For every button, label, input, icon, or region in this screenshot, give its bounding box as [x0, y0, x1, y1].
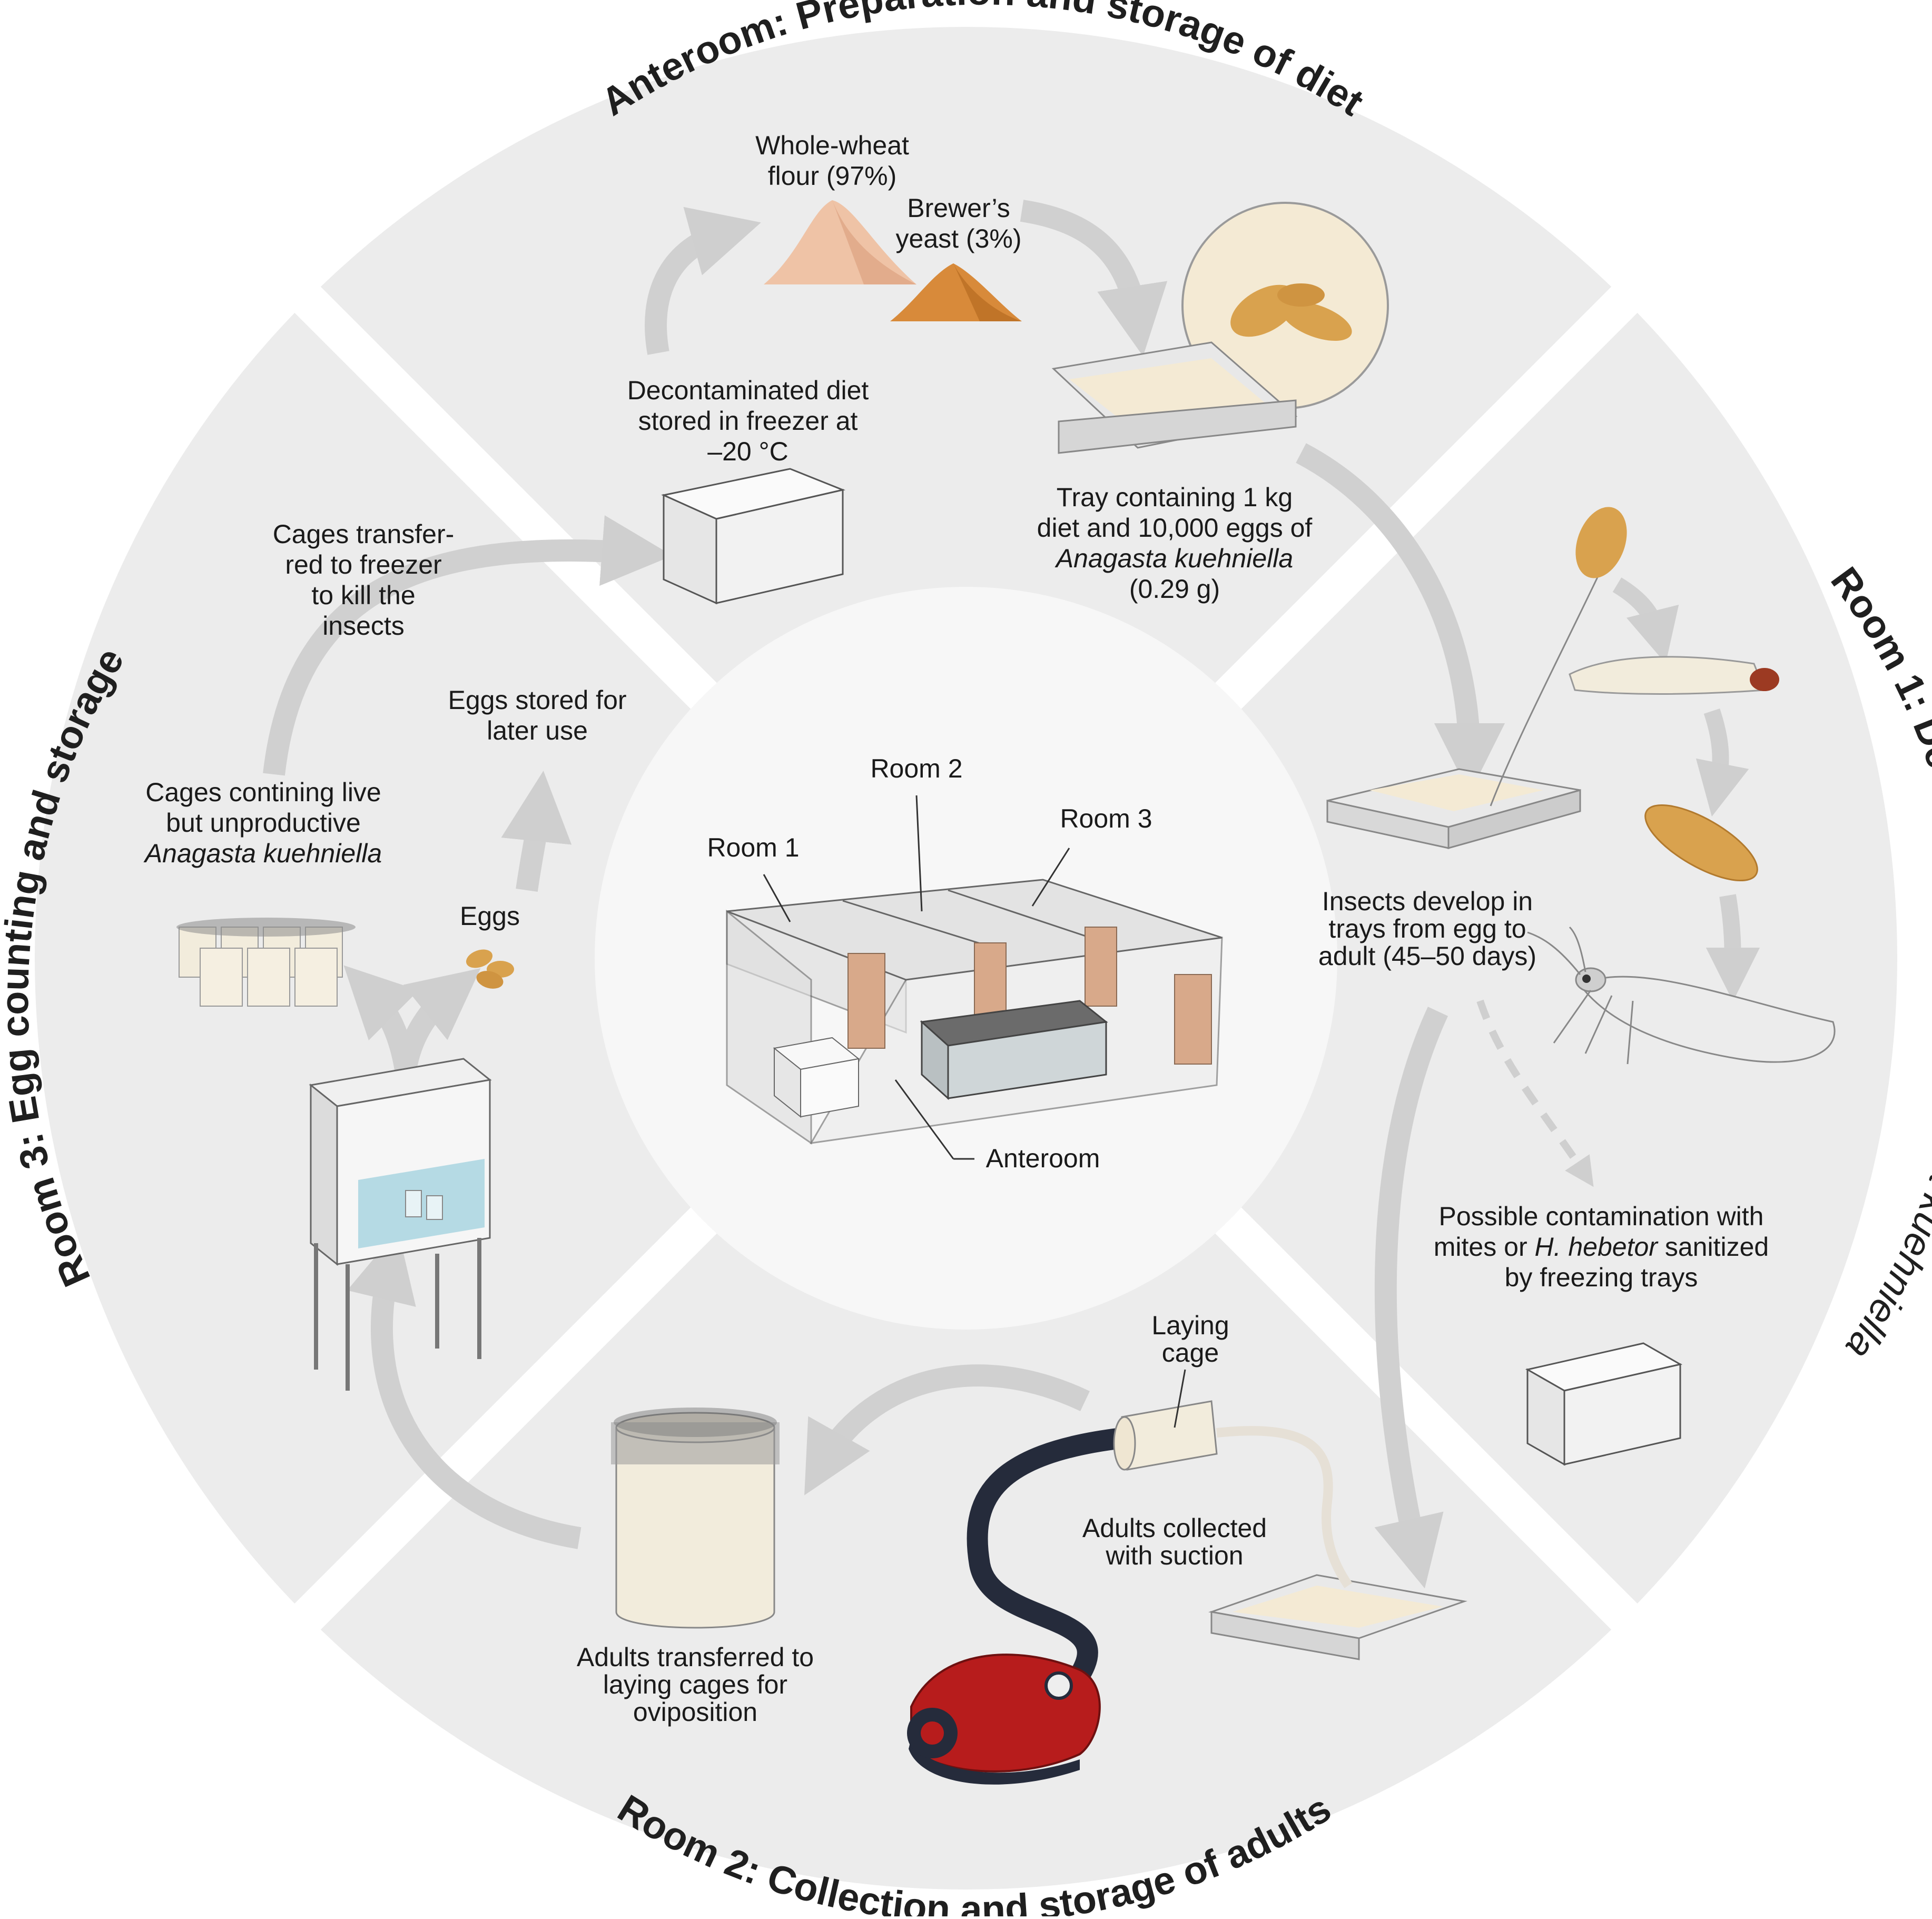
laying-line2: cage: [1161, 1338, 1219, 1367]
cages-transfer-line1: Cages transfer-: [272, 519, 455, 549]
egg-magnifier: [1174, 202, 1389, 422]
anteroom-label-text: Anteroom: [985, 1144, 1100, 1173]
cages-transfer-label: Cages transfer- red to freezer to kill t…: [237, 519, 490, 641]
laying-cage-large: [611, 1408, 780, 1629]
suction-tube: [1216, 1426, 1353, 1588]
freezer-room1: [1525, 1342, 1683, 1466]
suction-line1: Adults collected: [1082, 1513, 1267, 1543]
yeast-label: Brewer’s yeast (3%): [874, 193, 1043, 254]
arrow-cage-to-hood: [347, 1229, 581, 1549]
diet-tray-top: [1051, 341, 1298, 454]
room3-label: Room 3: [1043, 803, 1169, 834]
room1-label: Room 1: [690, 832, 816, 863]
contam-line2b: H. hebetor: [1534, 1232, 1658, 1262]
arrow-freezer-to-flour: [645, 206, 761, 355]
laying-cage-pointer: [1174, 1369, 1186, 1428]
laying-cage-small: [1113, 1400, 1218, 1471]
yeast-label-line2: yeast (3%): [895, 224, 1022, 253]
arrow-cages-to-freezer: [263, 515, 673, 776]
vacuum-cleaner: [907, 1654, 1101, 1785]
tray-label: Tray containing 1 kg diet and 10,000 egg…: [1001, 482, 1348, 604]
arrow-hood-right: [395, 968, 481, 1071]
tray-label-line2: diet and 10,000 eggs of: [1037, 513, 1313, 543]
cages-transfer-line4: insects: [322, 611, 405, 641]
diet-freezer-label: Decontaminated diet stored in freezer at…: [595, 375, 901, 467]
laying-cage-label: Laying cage: [1117, 1312, 1264, 1366]
flour-label-line2: flour (97%): [767, 161, 897, 191]
laminar-hood: [309, 1058, 492, 1391]
contamination-label: Possible contamination with mites or H. …: [1401, 1201, 1801, 1293]
suction-tray: [1208, 1574, 1467, 1660]
pupa: [1644, 804, 1758, 882]
transfer-label: Adults transferred to laying cages for o…: [548, 1644, 843, 1726]
arrow-room1-to-suction: [1374, 1007, 1448, 1589]
yeast-label-line1: Brewer’s: [907, 193, 1010, 223]
develop-line1: Insects develop in: [1322, 887, 1533, 916]
arrow-contamination-dashed: [1476, 999, 1594, 1187]
arrow-eggs-up: [501, 771, 572, 892]
outer-ring-edge: [33, 25, 1899, 1892]
tray-label-line3: Anagasta kuehniella: [1056, 544, 1294, 573]
transfer-line3: oviposition: [633, 1697, 758, 1727]
yeast-pile: [890, 263, 1022, 321]
diet-label-line3: –20 °C: [707, 437, 788, 466]
diet-label-line2: stored in freezer at: [638, 406, 858, 436]
flour-label: Whole-wheat flour (97%): [722, 130, 943, 191]
room1-egg: [1575, 507, 1627, 578]
arrow-egg-larva: [1612, 577, 1679, 664]
room2-label: Room 2: [853, 753, 980, 784]
cages-transfer-line3: to kill the: [311, 580, 416, 610]
develop-label: Insects develop in trays from egg to adu…: [1290, 888, 1564, 970]
flow-arrows: [263, 200, 1760, 1589]
tray-label-line1: Tray containing 1 kg: [1056, 483, 1293, 512]
eggs-label-text: Eggs: [460, 901, 520, 931]
cages-live-line3: Anagasta kuehniella: [144, 839, 382, 868]
develop-line2: trays from egg to: [1328, 914, 1526, 943]
arrow-pupa-adult: [1706, 894, 1760, 1002]
room2-label-text: Room 2: [870, 754, 963, 783]
eggs-label: Eggs: [432, 901, 548, 931]
jars: [176, 918, 356, 1007]
suction-label: Adults collected with suction: [1059, 1514, 1290, 1569]
arrow-tray-to-room1: [1296, 443, 1505, 794]
arrow-larva-pupa: [1696, 708, 1749, 817]
cages-transfer-line2: red to freezer: [285, 550, 442, 579]
contam-line3: by freezing trays: [1504, 1263, 1698, 1292]
adult-moth: [1527, 926, 1836, 1065]
eggs-stored-line2: later use: [487, 716, 588, 745]
arrow-suction-to-cage: [804, 1364, 1090, 1495]
floor-plan: [726, 795, 1223, 1160]
cages-live-line2: but unproductive: [166, 808, 361, 838]
contam-line1: Possible contamination with: [1438, 1202, 1764, 1231]
flour-label-line1: Whole-wheat: [755, 131, 909, 160]
arrow-yeast-to-tray: [1020, 200, 1168, 357]
suction-line2: with suction: [1106, 1541, 1244, 1570]
cages-live-line1: Cages contining live: [145, 778, 381, 807]
cages-live-label: Cages contining live but unproductive An…: [116, 777, 411, 869]
develop-line3: adult (45–50 days): [1318, 941, 1537, 971]
tray-label-line4: (0.29 g): [1129, 574, 1220, 604]
anteroom-label: Anteroom: [969, 1143, 1117, 1174]
freezer-anteroom: [661, 468, 846, 605]
larva: [1569, 656, 1779, 695]
contam-line2c: sanitized: [1657, 1232, 1769, 1262]
diet-label-line1: Decontaminated diet: [627, 376, 869, 405]
room1-label-text: Room 1: [707, 833, 800, 862]
transfer-line1: Adults transferred to: [576, 1642, 814, 1672]
eggs-room3: [466, 949, 514, 989]
room3-label-text: Room 3: [1060, 804, 1152, 833]
contam-line2a: mites or: [1433, 1232, 1535, 1262]
laying-line1: Laying: [1151, 1311, 1229, 1340]
transfer-line2: laying cages for: [603, 1670, 788, 1699]
eggs-stored-label: Eggs stored for later use: [427, 685, 648, 746]
room1-tray: [1326, 768, 1581, 849]
contam-line2: mites or H. hebetor sanitized: [1401, 1232, 1801, 1262]
eggs-stored-line1: Eggs stored for: [448, 685, 627, 715]
egg-lead-line: [1490, 558, 1608, 806]
flour-pile: [764, 200, 916, 284]
